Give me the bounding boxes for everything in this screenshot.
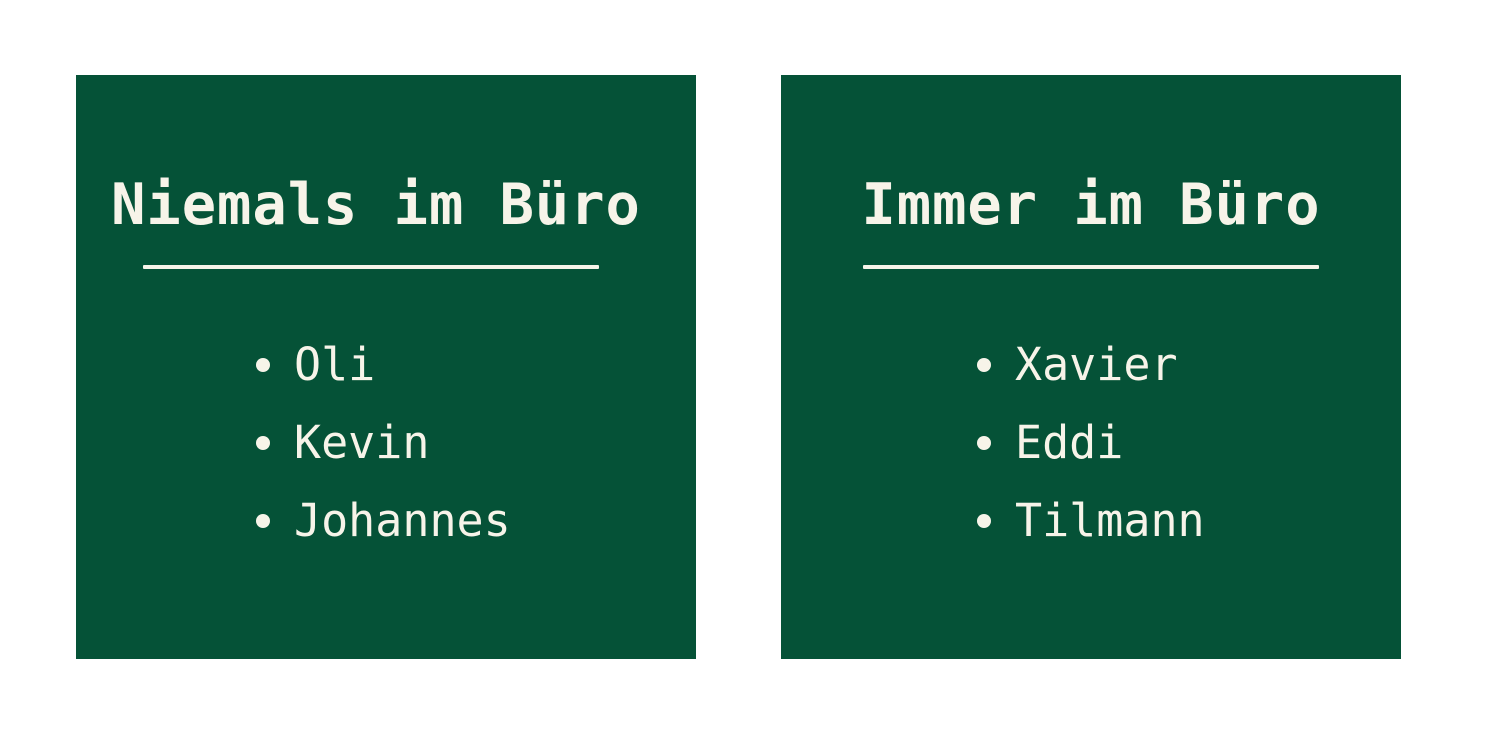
name-label: Kevin xyxy=(294,416,430,469)
name-label: Tilmann xyxy=(1015,494,1205,547)
bullet-icon xyxy=(256,358,270,372)
panel-title: Niemals im Büro xyxy=(111,172,641,238)
bullet-icon xyxy=(256,514,270,528)
panel-always-in-office: Immer im Büro Xavier Eddi Tilmann xyxy=(781,75,1401,659)
list-item: Eddi xyxy=(977,404,1205,482)
bullet-icon xyxy=(256,436,270,450)
name-label: Xavier xyxy=(1015,338,1178,391)
list-item: Oli xyxy=(256,326,511,404)
name-list: Xavier Eddi Tilmann xyxy=(977,326,1205,560)
name-label: Eddi xyxy=(1015,416,1124,469)
panel-never-in-office: Niemals im Büro Oli Kevin Johannes xyxy=(76,75,696,659)
bullet-icon xyxy=(977,358,991,372)
bullet-icon xyxy=(977,436,991,450)
panel-title: Immer im Büro xyxy=(861,172,1321,238)
bullet-icon xyxy=(977,514,991,528)
name-label: Oli xyxy=(294,338,376,391)
list-item: Johannes xyxy=(256,482,511,560)
list-item: Tilmann xyxy=(977,482,1205,560)
title-divider xyxy=(143,265,599,269)
title-divider xyxy=(863,265,1319,269)
list-item: Xavier xyxy=(977,326,1205,404)
list-item: Kevin xyxy=(256,404,511,482)
name-label: Johannes xyxy=(294,494,511,547)
name-list: Oli Kevin Johannes xyxy=(256,326,511,560)
